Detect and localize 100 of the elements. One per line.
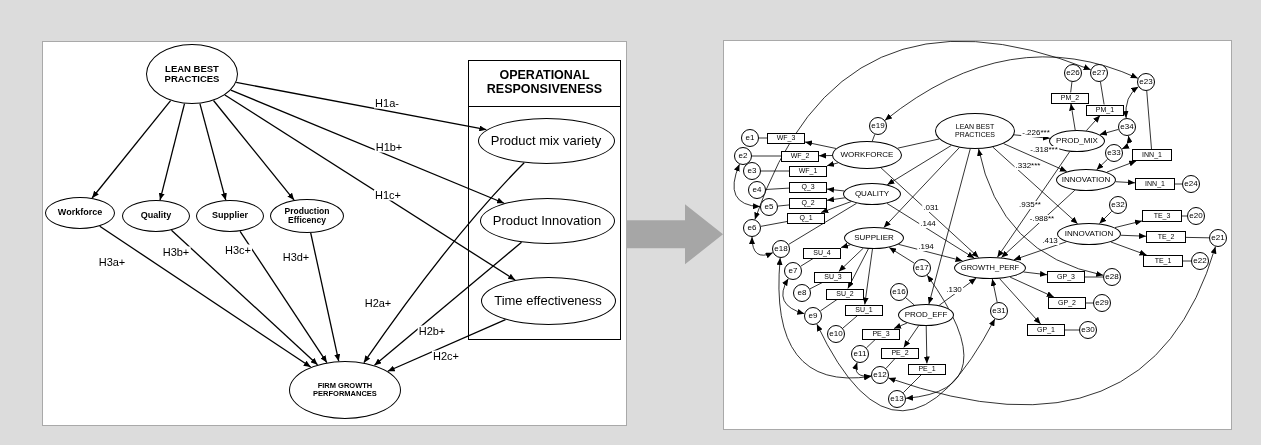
edge-label: .194 <box>917 243 935 251</box>
arrow <box>199 102 228 201</box>
connector-line <box>1070 81 1073 93</box>
edge-label: H3a+ <box>97 256 127 268</box>
connector-line <box>1174 183 1183 185</box>
arrow <box>235 81 487 132</box>
error-term-circle: e32 <box>1109 196 1127 214</box>
connector-line <box>1064 329 1080 331</box>
construct-ellipse: Product Innovation <box>479 198 615 244</box>
arrow <box>170 229 319 366</box>
connector-line <box>902 374 922 394</box>
edge-label: H1b+ <box>374 141 404 153</box>
construct-ellipse: Production Efficency <box>270 199 344 233</box>
edge-label: H3d+ <box>281 251 311 263</box>
connector-line <box>1181 215 1188 217</box>
error-term-circle: e22 <box>1191 252 1209 270</box>
arrow <box>310 232 341 362</box>
error-term-circle: e16 <box>890 283 908 301</box>
error-term-circle: e26 <box>1064 64 1082 82</box>
connector-line <box>1182 260 1192 262</box>
error-term-circle: e19 <box>869 117 887 135</box>
arrow <box>158 102 186 201</box>
edge-label: H3b+ <box>161 246 191 258</box>
error-term-circle: e12 <box>871 366 889 384</box>
construct-ellipse: Quality <box>122 200 190 232</box>
latent-variable-ellipse: SUPPLIER <box>844 227 904 249</box>
covariance-arc <box>782 278 805 315</box>
connector-line <box>885 358 896 369</box>
edge-label: -.988** <box>1028 215 1056 223</box>
edge-label: .130 <box>945 286 963 294</box>
edge-label: .413 <box>1041 237 1059 245</box>
edge-label: -.318*** <box>1029 146 1059 154</box>
box-heading: OPERATIONAL RESPONSIVENESS <box>469 61 620 107</box>
error-term-circle: e18 <box>772 240 790 258</box>
edge-label: -.226*** <box>1021 129 1051 137</box>
error-term-circle: e20 <box>1187 207 1205 225</box>
arrow <box>212 99 295 201</box>
error-term-circle: e33 <box>1105 144 1123 162</box>
error-term-circle: e1 <box>741 129 759 147</box>
construct-ellipse: Time effectiveness <box>480 277 616 325</box>
construct-ellipse: LEAN BEST PRACTICES <box>146 44 238 104</box>
connector-line <box>866 339 876 349</box>
connector-line <box>1185 237 1210 239</box>
latent-variable-ellipse: INNOVATION <box>1057 223 1121 245</box>
arrow <box>387 319 507 372</box>
connector-line <box>820 299 838 312</box>
error-term-circle: e5 <box>760 198 778 216</box>
connector-line <box>1085 302 1094 304</box>
arrow <box>99 225 312 368</box>
error-term-circle: e13 <box>888 390 906 408</box>
arrow <box>230 89 505 204</box>
error-term-circle: e7 <box>784 262 802 280</box>
construct-ellipse: Product mix variety <box>477 118 615 164</box>
arrow <box>91 99 172 199</box>
error-term-circle: e6 <box>743 219 761 237</box>
connector-line <box>751 155 782 157</box>
connector-line <box>800 258 814 267</box>
latent-variable-ellipse: PROD_EFF <box>898 304 954 326</box>
connector-line <box>758 137 768 139</box>
connector-line <box>905 297 915 306</box>
edge-label: H2b+ <box>417 325 447 337</box>
error-term-circle: e2 <box>734 147 752 165</box>
connector-line <box>777 204 790 207</box>
error-term-circle: e30 <box>1079 321 1097 339</box>
construct-ellipse: Supplier <box>196 200 264 232</box>
edge-label: .144 <box>919 220 937 228</box>
error-term-circle: e8 <box>793 284 811 302</box>
covariance-arc <box>749 236 774 258</box>
edge-label: H3c+ <box>224 244 252 256</box>
covariance-arc <box>1122 86 1139 119</box>
error-term-circle: e11 <box>851 345 869 363</box>
latent-variable-ellipse: INNOVATION <box>1056 169 1116 191</box>
arrow <box>373 241 523 366</box>
error-term-circle: e9 <box>804 307 822 325</box>
error-term-circle: e21 <box>1209 229 1227 247</box>
arrow <box>840 242 851 249</box>
error-term-circle: e28 <box>1103 268 1121 286</box>
group-box <box>468 60 621 340</box>
error-term-circle: e23 <box>1137 73 1155 91</box>
edge-label: H1c+ <box>374 189 402 201</box>
connector-line <box>842 315 858 329</box>
connector-line <box>1084 276 1104 278</box>
edge-label: H1a- <box>374 97 400 109</box>
panel <box>723 40 1232 430</box>
error-term-circle: e4 <box>748 181 766 199</box>
connector-line <box>809 282 823 290</box>
connector-line <box>760 221 788 227</box>
arrow <box>363 162 525 364</box>
error-term-circle: e34 <box>1118 118 1136 136</box>
edge-label: H2c+ <box>432 350 460 362</box>
latent-variable-ellipse: WORKFORCE <box>832 141 902 169</box>
construct-ellipse: Workforce <box>45 197 115 229</box>
covariance-arc <box>1121 135 1133 150</box>
connector-line <box>765 187 790 190</box>
arrow <box>224 94 516 281</box>
edge-label: .935** <box>1018 201 1042 209</box>
arrow <box>239 230 328 364</box>
edge-label: H2a+ <box>363 297 393 309</box>
block-arrow <box>627 204 723 265</box>
covariance-arc <box>776 257 872 380</box>
